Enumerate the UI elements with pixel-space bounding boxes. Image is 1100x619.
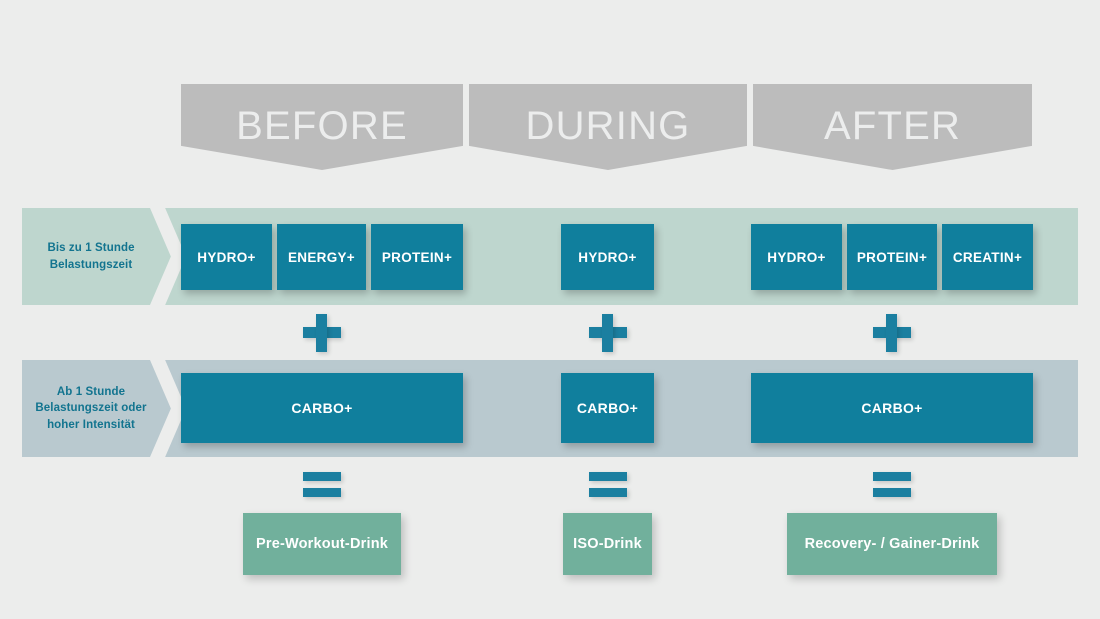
equals-icon-during — [589, 472, 627, 498]
band-label-row2: Ab 1 Stunde Belastungszeit oder hoher In… — [30, 360, 152, 457]
phase-label-after: AFTER — [823, 104, 962, 148]
phase-banner-after[interactable]: AFTER — [753, 84, 1032, 170]
plus-icon-after — [873, 314, 911, 352]
product-chip-during-hydro[interactable]: HYDRO+ — [561, 224, 654, 290]
product-chip-after-protein[interactable]: PROTEIN+ — [847, 224, 937, 290]
phase-banner-before[interactable]: BEFORE — [181, 84, 463, 170]
plus-icon-before — [303, 314, 341, 352]
product-chip-after-hydro[interactable]: HYDRO+ — [751, 224, 842, 290]
band-label-row2-text: Ab 1 Stunde Belastungszeit oder hoher In… — [35, 386, 147, 431]
equals-icon-after — [873, 472, 911, 498]
product-chip-before-energy[interactable]: ENERGY+ — [277, 224, 366, 290]
product-chip-before-hydro[interactable]: HYDRO+ — [181, 224, 272, 290]
result-box-iso-drink[interactable]: ISO-Drink — [563, 513, 652, 575]
product-chip-during-carbo[interactable]: CARBO+ — [561, 373, 654, 443]
phase-header-row: BEFORE DURING AFTER — [0, 84, 1100, 170]
result-box-recovery-gainer-drink[interactable]: Recovery- / Gainer-Drink — [787, 513, 997, 575]
phase-banner-during[interactable]: DURING — [469, 84, 747, 170]
plus-icon-during — [589, 314, 627, 352]
equals-icon-before — [303, 472, 341, 498]
product-chip-after-creatin[interactable]: CREATIN+ — [942, 224, 1033, 290]
phase-label-before: BEFORE — [236, 104, 408, 148]
result-box-pre-workout-drink[interactable]: Pre-Workout-Drink — [243, 513, 401, 575]
product-chip-before-carbo[interactable]: CARBO+ — [181, 373, 463, 443]
product-chip-before-protein[interactable]: PROTEIN+ — [371, 224, 463, 290]
band-label-row1-text: Bis zu 1 Stunde Belastungszeit — [47, 242, 135, 271]
band-label-row1: Bis zu 1 Stunde Belastungszeit — [30, 208, 152, 305]
product-chip-after-carbo[interactable]: CARBO+ — [751, 373, 1033, 443]
phase-label-during: DURING — [525, 104, 691, 148]
